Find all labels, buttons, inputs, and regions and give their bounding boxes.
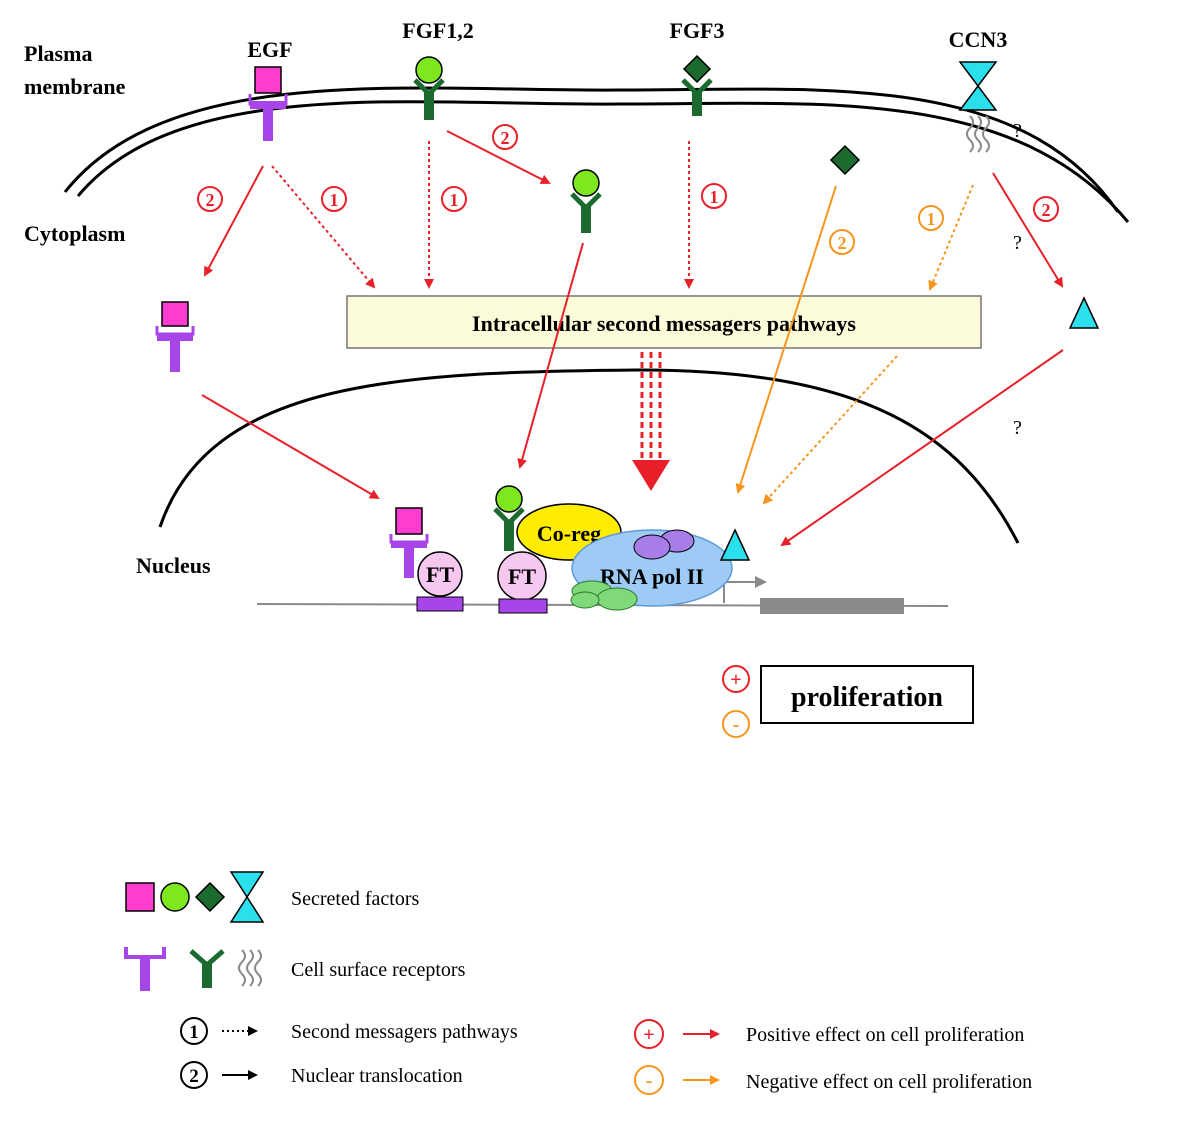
- egf-receptor-complex: [248, 66, 288, 141]
- fgf3-internalized-diamond-icon: [829, 144, 861, 176]
- proliferation-box: [760, 665, 974, 724]
- svg-text:1: 1: [189, 1022, 199, 1043]
- ccn3-label: CCN3: [949, 27, 1008, 52]
- svg-text:FT: FT: [508, 564, 536, 589]
- legend-positive-label: Positive effect on cell proliferation: [746, 1024, 1024, 1046]
- gene-body: [760, 598, 904, 614]
- legend-wavy-receptor-icon: [238, 949, 262, 987]
- nuclear-fgf-complex: [493, 485, 525, 551]
- pathway-box: [346, 295, 982, 349]
- legend: Secreted factors Cell surface receptors …: [124, 871, 1032, 1095]
- legend-t-receptor-icon: [124, 947, 166, 991]
- ccn3-second-messenger-arrow: [928, 184, 974, 291]
- svg-text:FT: FT: [426, 562, 454, 587]
- svg-text:1: 1: [927, 209, 936, 229]
- egf-internalized: [155, 301, 195, 372]
- ccn3-receptor-wavy-icon: [966, 115, 974, 153]
- question-mark-nucleus: ?: [1013, 417, 1022, 439]
- marker-fgf3-1: 1: [701, 183, 727, 209]
- transcription-start-arrow-icon: [723, 576, 767, 603]
- ccn3-nuclear-triangle-icon: [719, 528, 751, 561]
- svg-text:2: 2: [501, 128, 510, 148]
- egf-nuclear-arrow: [201, 394, 380, 500]
- fgf12-nuclear-arrow: [517, 242, 584, 469]
- svg-text:2: 2: [189, 1066, 199, 1087]
- svg-text:1: 1: [330, 190, 339, 210]
- marker-fgf3-2: 2: [829, 229, 855, 255]
- plasma-membrane-label-line2: membrane: [24, 74, 126, 99]
- plasma-membrane-outer: [63, 86, 1120, 213]
- svg-text:+: +: [730, 669, 741, 691]
- svg-text:2: 2: [1042, 200, 1051, 220]
- marker-fgf12-1: 1: [441, 186, 467, 212]
- proliferation-label: proliferation: [791, 682, 943, 713]
- egf-label: EGF: [247, 37, 292, 62]
- marker-egf-2: 2: [197, 186, 223, 212]
- legend-nuclear-translocation-label: Nuclear translocation: [291, 1065, 463, 1087]
- legend-marker-2: 2: [180, 1061, 208, 1089]
- ccn3-complex: [958, 61, 998, 153]
- legend-circle-icon: [160, 882, 190, 912]
- box-to-nucleus-big-arrow: [632, 352, 670, 491]
- legend-plus-marker: +: [634, 1019, 664, 1049]
- fgf3-nuclear-arrow: [735, 185, 837, 494]
- legend-square-icon: [125, 882, 155, 912]
- legend-negative-label: Negative effect on cell proliferation: [746, 1071, 1032, 1093]
- svg-text:-: -: [646, 1070, 653, 1092]
- legend-diamond-icon: [194, 881, 226, 913]
- legend-second-messengers-label: Second messagers pathways: [291, 1021, 518, 1043]
- svg-text:-: -: [733, 714, 740, 736]
- legend-receptors-label: Cell surface receptors: [291, 959, 466, 981]
- cytoplasm-label: Cytoplasm: [24, 221, 125, 246]
- legend-hourglass-icon: [229, 871, 265, 899]
- fgf12-translocation-arrow: [446, 130, 551, 184]
- fgf3-receptor-complex: [681, 54, 713, 116]
- svg-text:1: 1: [450, 190, 459, 210]
- fgf12-internalized: [570, 169, 602, 233]
- legend-y-receptor-icon: [189, 949, 225, 988]
- fgf12-receptor-complex: [413, 56, 445, 120]
- legend-marker-1: 1: [180, 1017, 208, 1045]
- plasma-membrane-inner: [76, 100, 1130, 223]
- nucleus-label: Nucleus: [136, 553, 211, 578]
- coreg-label: Co-reg: [537, 521, 601, 546]
- pathway-box-label: Intracellular second messagers pathways: [472, 311, 856, 336]
- marker-ccn3-2: 2: [1033, 196, 1059, 222]
- ccn3-internalized-triangle-icon: [1068, 296, 1100, 329]
- ccn3-nuclear-arrow: [780, 349, 1064, 547]
- egf-square-icon: [254, 66, 282, 94]
- fgf12-circle-icon: [415, 56, 443, 84]
- ccn3-box-to-nucleus-arrow: [762, 355, 898, 505]
- fgf12-label: FGF1,2: [402, 18, 474, 43]
- svg-text:1: 1: [710, 187, 719, 207]
- fgf3-diamond-icon: [682, 54, 712, 84]
- plasma-membrane-label-line1: Plasma: [24, 41, 92, 66]
- svg-text:2: 2: [206, 190, 215, 210]
- ft-factor-1: FT: [416, 551, 464, 612]
- egf-receptor-t-icon: [250, 101, 286, 109]
- minus-marker: -: [722, 710, 750, 738]
- egf-second-messenger-arrow: [271, 165, 376, 289]
- nuclear-egf-complex: [389, 507, 429, 578]
- question-mark-membrane: ?: [1013, 120, 1022, 142]
- plus-marker: +: [722, 665, 750, 693]
- marker-ccn3-1: 1: [918, 205, 944, 231]
- rnapol-label: RNA pol II: [600, 564, 704, 589]
- svg-text:2: 2: [838, 233, 847, 253]
- ft-factor-2: FT: [497, 551, 548, 614]
- ccn3-translocation-arrow: [992, 172, 1064, 288]
- marker-fgf12-2: 2: [492, 124, 518, 150]
- svg-text:+: +: [643, 1024, 654, 1046]
- marker-egf-1: 1: [321, 186, 347, 212]
- legend-secreted-label: Secreted factors: [291, 888, 419, 910]
- rna-polymerase-ii: RNA pol II: [570, 529, 733, 611]
- legend-minus-marker: -: [634, 1065, 664, 1095]
- fgf3-label: FGF3: [670, 18, 725, 43]
- nuclear-envelope: [158, 368, 1020, 544]
- egf-translocation-arrow: [204, 165, 264, 277]
- question-mark-cytoplasm: ?: [1013, 232, 1022, 254]
- ccn3-hourglass-icon: [958, 61, 998, 88]
